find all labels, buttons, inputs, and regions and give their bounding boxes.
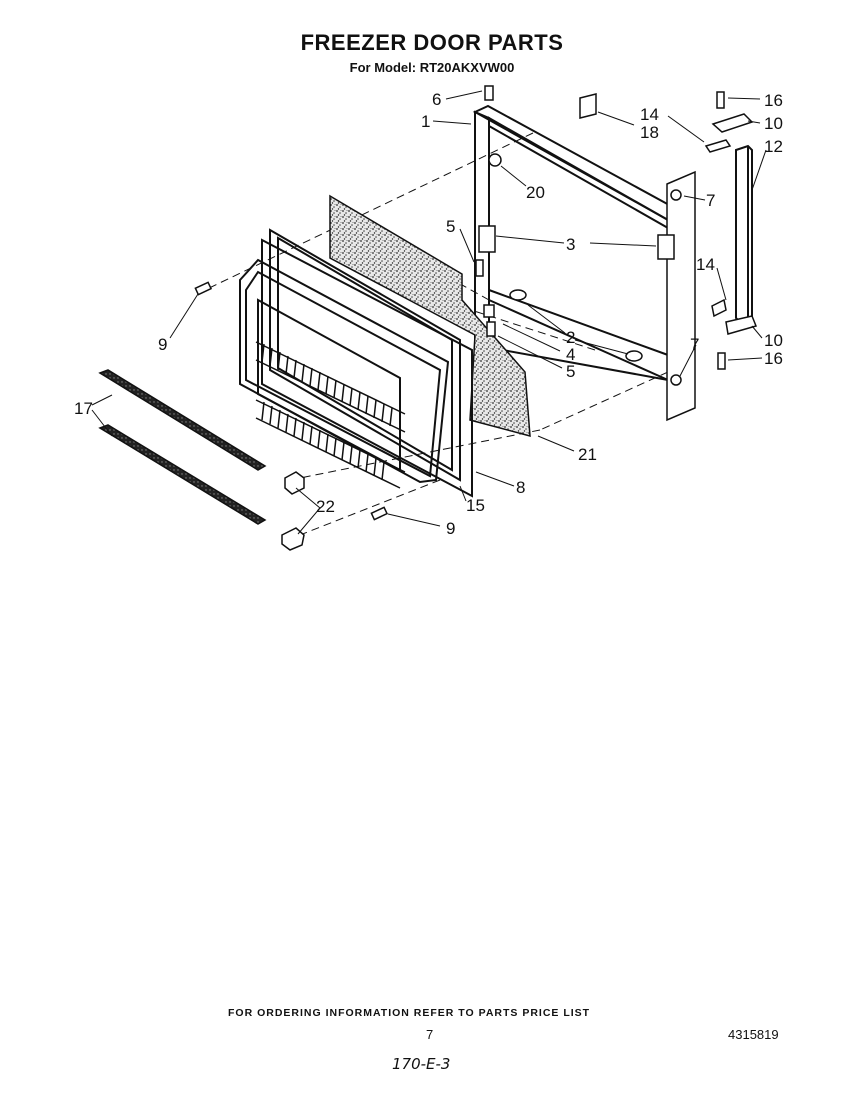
callout-1: 1 [421, 112, 430, 131]
callout-22: 22 [316, 497, 335, 516]
foam-insulation [329, 194, 531, 437]
callout-15: 15 [466, 496, 485, 515]
callout-21: 21 [578, 445, 597, 464]
callout-10-bottom: 10 [764, 331, 783, 350]
callout-17: 17 [74, 399, 93, 418]
callout-9-bottom: 9 [446, 519, 455, 538]
callout-labels: 6 1 14 18 16 10 12 20 7 5 3 14 9 2 4 5 7… [74, 90, 783, 538]
door-frame [472, 104, 685, 382]
callout-5-lower: 5 [566, 362, 575, 381]
callout-18: 18 [640, 123, 659, 142]
callout-16-top: 16 [764, 91, 783, 110]
callout-5-upper: 5 [446, 217, 455, 236]
callout-14-side: 14 [696, 255, 715, 274]
document-number: 4315819 [728, 1027, 779, 1042]
model-line: For Model: RT20AKXVW00 [349, 60, 515, 75]
ordering-note: FOR ORDERING INFORMATION REFER TO PARTS … [228, 1007, 591, 1019]
callout-leaders [91, 90, 767, 535]
callout-3: 3 [566, 235, 575, 254]
callout-9-left: 9 [158, 335, 167, 354]
callout-6: 6 [432, 90, 441, 109]
handle-mount-plates [666, 139, 732, 422]
door-gasket [261, 228, 473, 498]
trim-end-caps [281, 471, 305, 551]
callout-8: 8 [516, 478, 525, 497]
callout-16-bottom: 16 [764, 349, 783, 368]
liner-shelf-lower [255, 399, 406, 489]
page-title: FREEZER DOOR PARTS [300, 30, 564, 55]
liner-shelf-upper [255, 341, 406, 433]
door-handle [735, 144, 753, 324]
handwritten-code: 170-E-3 [392, 1055, 451, 1073]
door-trim-strips [98, 369, 267, 525]
callout-7-top: 7 [706, 191, 715, 210]
callout-2: 2 [566, 328, 575, 347]
callout-7-bottom: 7 [690, 335, 699, 354]
hinge-brackets [478, 113, 758, 335]
callout-12: 12 [764, 137, 783, 156]
callout-10-top: 10 [764, 114, 783, 133]
page-number: 7 [426, 1027, 434, 1042]
callout-20: 20 [526, 183, 545, 202]
callout-4: 4 [566, 345, 575, 364]
fasteners [194, 85, 726, 521]
callout-14-top: 14 [640, 105, 659, 124]
